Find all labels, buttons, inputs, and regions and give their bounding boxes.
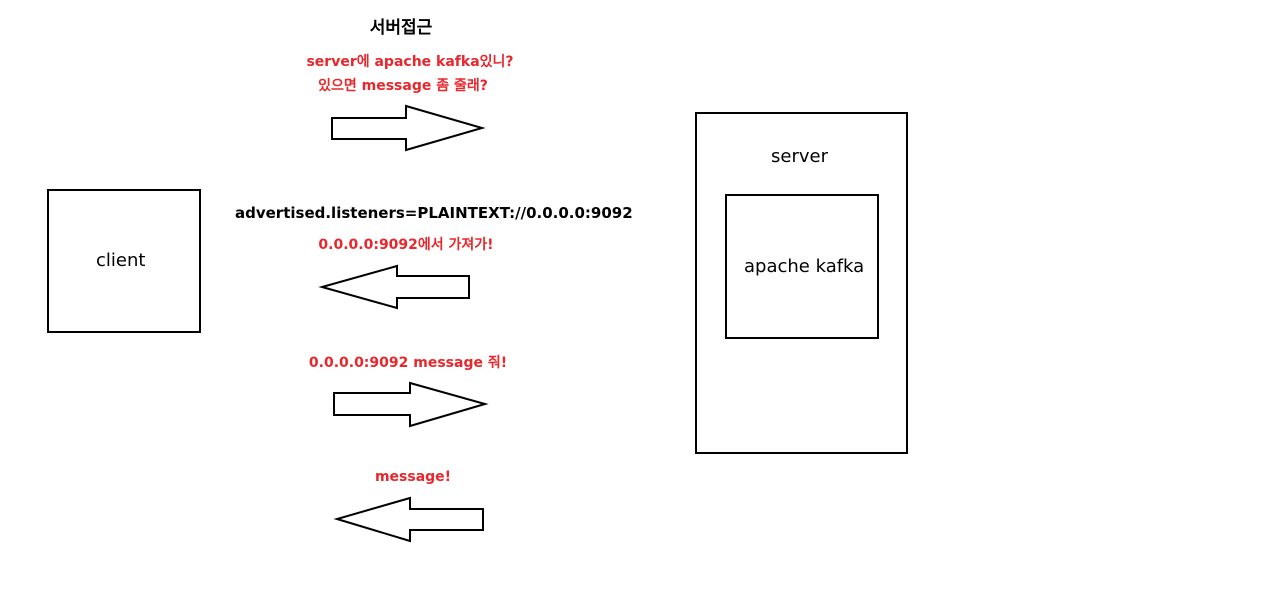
kafka-label: apache kafka bbox=[744, 256, 865, 277]
request-message-line1: server에 apache kafka있니? bbox=[306, 54, 514, 70]
request-message-line2: 있으면 message 좀 줄래? bbox=[318, 78, 488, 94]
fetch-message: 0.0.0.0:9092 message 줘! bbox=[308, 355, 508, 371]
server-label: server bbox=[771, 146, 828, 167]
client-box: client bbox=[47, 189, 201, 333]
diagram-title: 서버접근 bbox=[369, 18, 433, 38]
arrow-left-icon bbox=[318, 264, 470, 310]
reply-message: message! bbox=[374, 469, 452, 485]
redirect-message: 0.0.0.0:9092에서 가져가! bbox=[318, 237, 494, 253]
arrow-right-icon bbox=[333, 381, 489, 428]
advertised-listeners-label: advertised.listeners=PLAINTEXT://0.0.0.0… bbox=[235, 204, 633, 222]
arrow-right-icon bbox=[331, 104, 486, 152]
arrow-left-icon bbox=[333, 496, 484, 543]
kafka-box: apache kafka bbox=[725, 194, 879, 339]
server-box: server apache kafka bbox=[695, 112, 908, 454]
client-label: client bbox=[96, 250, 146, 271]
